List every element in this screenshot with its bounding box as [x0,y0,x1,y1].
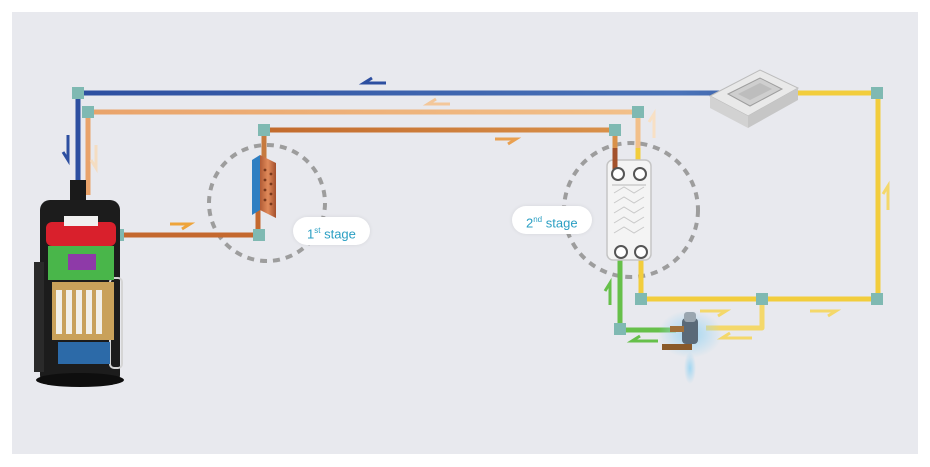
expansion-valve [658,310,722,384]
arrow-left-icon [358,76,386,85]
stage-2-label: 2nd stage [512,206,592,234]
cassette-indoor-unit [708,69,800,128]
stage-1-zone [207,143,327,263]
arrow-up-icon [647,108,656,138]
flow-arrows [61,76,890,343]
liquid-line [635,90,881,331]
arrow-down-icon [61,135,70,166]
arrow-right-icon [810,309,842,318]
arrow-right-icon [170,222,196,231]
arrow-down-icon [89,145,98,174]
arrow-up-icon [603,277,612,305]
compressor [34,180,124,387]
arrow-right-icon [495,137,522,146]
plate-heat-exchanger [606,148,652,261]
pipe-joints [72,87,883,335]
arrow-right-icon [700,309,732,318]
first-stage-heat-exchanger [252,155,276,218]
discharge-line [85,109,641,200]
arrow-left-icon [716,331,752,340]
stage-1-label: 1st stage [293,217,370,245]
arrow-up-icon [881,180,890,210]
arrow-left-icon [626,334,658,343]
arrow-left-icon [422,97,450,106]
